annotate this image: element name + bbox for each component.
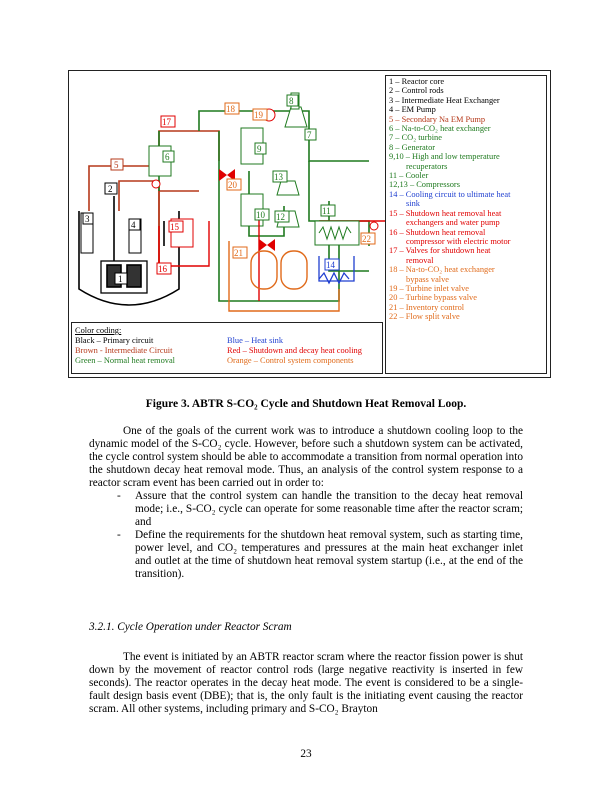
svg-text:12: 12: [276, 212, 285, 222]
svg-text:4: 4: [131, 220, 136, 230]
color-coding-box: Color coding: Black – Primary circuit Blu…: [71, 322, 383, 374]
label-8: 8: [286, 94, 299, 107]
label-5: 5: [110, 158, 124, 171]
legend-item: 20 – Turbine bypass valve: [389, 293, 477, 303]
paragraph-2: The event is initiated by an ABTR reacto…: [89, 651, 523, 715]
legend-item: 7 – CO₂ turbine: [389, 133, 442, 143]
label-9: 9: [254, 142, 267, 155]
legend-item: 11 – Cooler: [389, 171, 429, 181]
legend-item: 21 – Inventory control: [389, 302, 465, 312]
label-10: 10: [254, 208, 270, 221]
legend-item: bypass valve: [406, 274, 450, 284]
label-14: 14: [324, 258, 340, 271]
bullet-item: - Define the requirements for the shutdow…: [117, 529, 523, 581]
bullet-item: - Assure that the control system can hand…: [117, 490, 523, 529]
label-22: 22: [360, 232, 376, 245]
svg-text:22: 22: [362, 234, 371, 244]
svg-text:3: 3: [85, 214, 90, 224]
legend-item: sink: [406, 199, 420, 209]
legend-item: 16 – Shutdown heat removal: [389, 227, 486, 237]
svg-text:5: 5: [114, 160, 119, 170]
legend-item: 4 – EM Pump: [389, 105, 436, 115]
label-19: 19: [252, 108, 268, 121]
heat-sink: [318, 256, 355, 285]
svg-text:11: 11: [322, 206, 331, 216]
svg-text:20: 20: [228, 180, 238, 190]
cycle-diagram: 1 2 3 4 5 6 7 8 9 10 11 12 13 14 15 16 1…: [78, 92, 399, 312]
bullet-text: Assure that the control system can handl…: [135, 490, 523, 528]
cycle-figure: 1 2 3 4 5 6 7 8 9 10 11 12 13 14 15 16 1…: [68, 70, 551, 378]
svg-text:9: 9: [257, 144, 262, 154]
color-coding-entry: Brown - Intermediate Circuit: [75, 346, 173, 355]
svg-text:19: 19: [254, 110, 264, 120]
legend-item: 17 – Valves for shutdown heat: [389, 246, 491, 256]
label-18: 18: [224, 102, 240, 115]
svg-text:13: 13: [274, 172, 284, 182]
label-15: 15: [168, 220, 184, 233]
label-1: 1: [114, 272, 128, 285]
legend-item: removal: [406, 255, 434, 265]
color-coding-entry: Blue – Heat sink: [227, 336, 284, 345]
legend-item: 14 – Cooling circuit to ultimate heat: [389, 189, 511, 199]
svg-text:18: 18: [226, 104, 236, 114]
label-16: 16: [156, 262, 172, 275]
section-heading: 3.2.1. Cycle Operation under Reactor Scr…: [89, 621, 292, 633]
inventory-tanks: [228, 241, 340, 312]
color-coding-entry: Black – Primary circuit: [75, 336, 154, 345]
svg-text:10: 10: [256, 210, 266, 220]
bullet-marker: -: [117, 490, 121, 502]
legend-item: recuperators: [406, 161, 448, 171]
legend-item: 22 – Flow split valve: [389, 312, 460, 322]
svg-text:2: 2: [108, 184, 113, 194]
label-11: 11: [320, 204, 336, 217]
legend-item: 3 – Intermediate Heat Exchanger: [389, 95, 500, 105]
label-12: 12: [274, 210, 290, 223]
bullet-text: Define the requirements for the shutdown…: [135, 529, 523, 580]
paragraph-1: One of the goals of the current work was…: [89, 425, 523, 489]
color-coding-entry: Green – Normal heat removal: [75, 356, 175, 365]
legend-item: 1 – Reactor core: [389, 77, 445, 86]
label-4: 4: [128, 218, 141, 231]
legend-item: 9,10 – High and low temperature: [389, 152, 500, 162]
normal-heat-removal: [158, 110, 370, 302]
svg-text:6: 6: [165, 152, 170, 162]
svg-text:8: 8: [289, 96, 294, 106]
legend-item: 18 – Na-to-CO₂ heat exchanger: [389, 265, 495, 275]
legend-item: 15 – Shutdown heat removal heat: [389, 208, 502, 218]
legend-item: exchangers and water pump: [406, 218, 500, 228]
bullet-list: - Assure that the control system can hand…: [117, 490, 523, 581]
legend-item: 19 – Turbine inlet valve: [389, 283, 470, 293]
legend-item: 8 – Generator: [389, 142, 436, 152]
label-6: 6: [162, 150, 175, 163]
legend-item: 6 – Na-to-CO₂ heat exchanger: [389, 124, 491, 134]
page-number: 23: [300, 748, 312, 760]
color-coding-title: Color coding:: [75, 326, 122, 335]
color-coding-entry: Red – Shutdown and decay heat cooling: [227, 346, 362, 355]
svg-text:17: 17: [162, 117, 172, 127]
color-coding-entry: Orange – Control system components: [227, 356, 354, 365]
svg-text:1: 1: [118, 274, 123, 284]
label-20: 20: [226, 178, 242, 191]
label-17: 17: [160, 115, 176, 128]
svg-text:14: 14: [326, 260, 336, 270]
label-13: 13: [272, 170, 288, 183]
label-2: 2: [104, 182, 118, 195]
component-labels: 1 2 3 4 5 6 7 8 9 10 11 12 13 14 15 16 1…: [82, 94, 376, 285]
label-3: 3: [82, 212, 94, 225]
label-21: 21: [232, 246, 248, 259]
figure-caption: Figure 3. ABTR S-CO₂ Cycle and Shutdown …: [145, 398, 467, 410]
label-7: 7: [304, 128, 317, 141]
legend-item: 12,13 – Compressors: [389, 180, 460, 190]
svg-text:15: 15: [170, 222, 180, 232]
svg-text:16: 16: [158, 264, 168, 274]
legend-item: 5 – Secondary Na EM Pump: [389, 114, 486, 124]
legend-item: compressor with electric motor: [406, 236, 511, 246]
legend-item: 2 – Control rods: [389, 86, 444, 96]
svg-text:7: 7: [307, 130, 312, 140]
svg-text:21: 21: [234, 248, 243, 258]
bullet-marker: -: [117, 529, 121, 541]
